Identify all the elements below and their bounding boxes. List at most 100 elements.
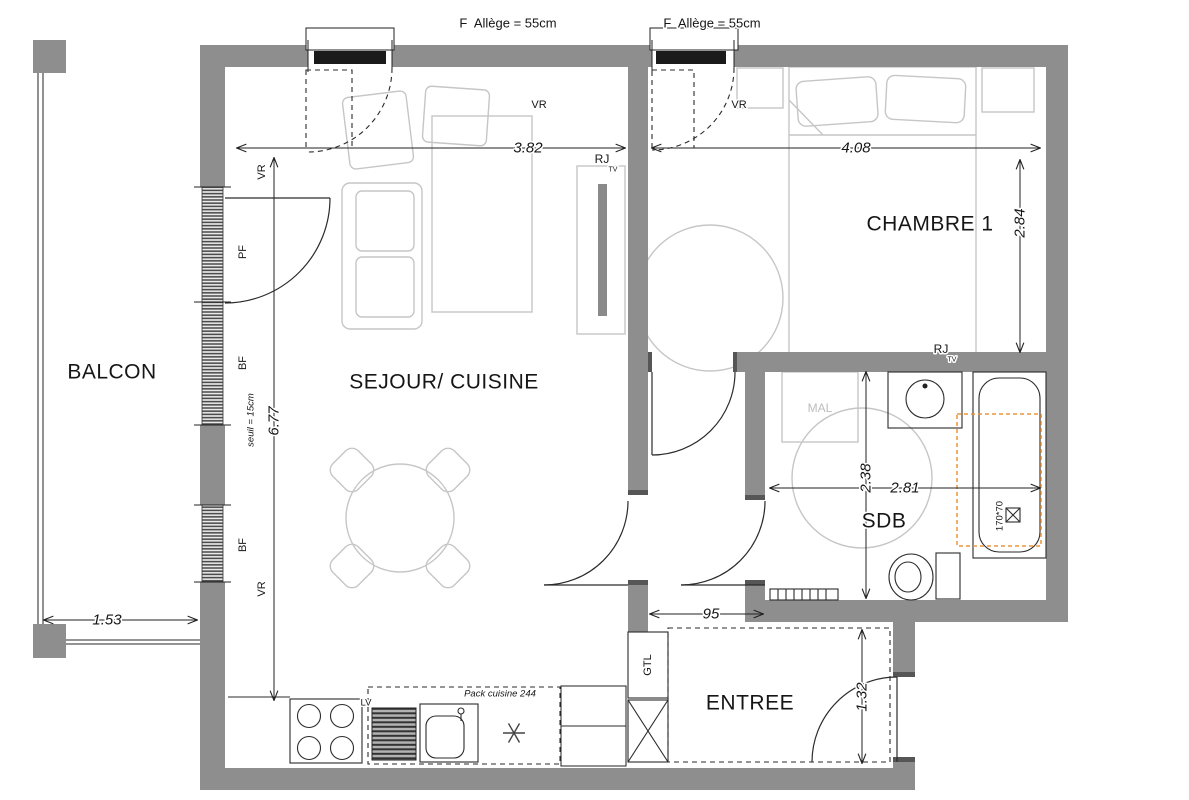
window-f2-sill — [649, 27, 739, 51]
dim-sejour-depth: 6.77 — [266, 406, 283, 436]
clearance-circle-chambre — [636, 224, 784, 372]
tv-label-1: TV — [609, 167, 618, 174]
door-sejour-hall — [543, 500, 629, 586]
wall-entree-right-a — [893, 622, 915, 677]
wall-top-1 — [200, 45, 308, 67]
burner — [296, 735, 322, 761]
dining-chair-2 — [425, 447, 471, 493]
bathroom-fixtures — [769, 371, 1047, 601]
pillow-2 — [884, 74, 967, 124]
window-f1-label: F Allège = 55cm — [459, 16, 556, 31]
pack-cuisine-label: Pack cuisine 244 — [464, 689, 536, 700]
rj-label-2: RJ — [934, 342, 949, 356]
dim-sejour-width: 3.82 — [513, 140, 543, 157]
wall-hall-sdb-b — [745, 585, 765, 622]
wall-sejour-hall — [628, 585, 648, 632]
burner — [329, 735, 355, 761]
drain-cross — [1005, 507, 1021, 523]
duct-box — [627, 699, 669, 763]
wall-sdb-entree — [765, 600, 915, 622]
doors — [224, 197, 898, 763]
dim-entree-depth: 1.32 — [854, 682, 871, 712]
dining-chair-3 — [329, 543, 375, 589]
dishwasher — [371, 707, 417, 761]
door-stop — [628, 580, 648, 585]
towel-radiator — [769, 588, 839, 601]
dim-balcon-width: 1.53 — [92, 612, 122, 629]
toilet-tank — [935, 552, 961, 600]
rug — [431, 115, 533, 313]
dim-chambre-width: 4.08 — [841, 140, 871, 157]
mal-label: MAL — [808, 401, 833, 415]
window-bf2-band — [201, 504, 224, 583]
window-f2-frame — [656, 51, 726, 64]
door-stop — [628, 490, 648, 495]
room-label-entree: ENTREE — [706, 692, 794, 715]
duct-cross — [627, 699, 669, 763]
window-bf1-band — [201, 301, 224, 426]
vr-label-2: VR — [731, 99, 746, 111]
dimension-lines — [44, 148, 1040, 763]
bathtub-inner — [978, 377, 1041, 553]
wall-step — [915, 600, 1068, 622]
pack-cuisine-outline — [367, 686, 561, 765]
blanket-fold — [788, 99, 824, 136]
bathtub-drain — [1005, 507, 1021, 523]
radiator-fins — [777, 589, 827, 600]
window-f1-swing-box — [305, 69, 353, 149]
balcony-pillar-top — [33, 40, 66, 73]
sink-unit — [419, 703, 479, 763]
balcony-pillar-bottom — [33, 624, 66, 658]
wall-chambre-sdb — [737, 352, 1046, 372]
vr-label-4: VR — [256, 581, 268, 596]
room-label-balcon: BALCON — [67, 361, 156, 384]
dim-hall-width: 95 — [703, 606, 720, 623]
sofa — [341, 182, 423, 330]
wall-right — [1046, 67, 1068, 622]
window-f2-swing-arc — [651, 67, 735, 151]
balcony-railing — [37, 73, 200, 645]
tap — [457, 707, 465, 715]
dining-chair-4 — [425, 543, 471, 589]
sofa-cushion-2 — [355, 256, 415, 318]
tv-screen — [598, 184, 607, 316]
door-stop — [648, 352, 652, 372]
wall-left-b — [200, 425, 225, 505]
dim-chambre-depth: 2.84 — [1012, 208, 1029, 238]
armchair-1 — [341, 90, 415, 170]
door-stop — [745, 495, 765, 500]
seuil-label: seuil = 15cm — [246, 393, 257, 447]
wall-left-a — [200, 67, 225, 187]
dim-sdb-depth: 2.38 — [858, 463, 875, 494]
dim-bathtub-size: 170*70 — [995, 501, 1006, 531]
vr-label-3: VR — [256, 164, 268, 179]
nightstand-right — [981, 67, 1035, 113]
tv-unit — [576, 165, 626, 335]
room-label-sdb: SDB — [862, 510, 907, 533]
dining-table — [345, 463, 455, 573]
toilet-bowl — [888, 553, 934, 601]
window-f1-frame — [314, 51, 386, 64]
windows — [194, 27, 739, 583]
nightstand-left — [736, 67, 784, 109]
door-entree-front — [811, 676, 898, 763]
sofa-cushion-1 — [355, 190, 415, 252]
toilet-bowl-inner — [894, 561, 922, 593]
dining-chair-1 — [329, 447, 375, 493]
tv-label-2: TV — [948, 357, 957, 364]
bf-label-1: BF — [237, 356, 249, 370]
window-pf-band — [201, 186, 224, 303]
wall-left-c — [200, 582, 225, 790]
door-stop — [893, 757, 915, 762]
room-label-chambre: CHAMBRE 1 — [866, 213, 993, 236]
sink-basin — [425, 715, 465, 759]
door-chambre — [651, 371, 736, 456]
lv-label: LV — [361, 698, 373, 709]
washbasin — [905, 379, 945, 419]
wall-sejour-chambre — [628, 67, 648, 495]
basin-tap — [922, 383, 928, 389]
walls — [33, 40, 1068, 790]
kitchen — [228, 631, 669, 767]
wall-hall-sdb-a — [745, 372, 765, 500]
